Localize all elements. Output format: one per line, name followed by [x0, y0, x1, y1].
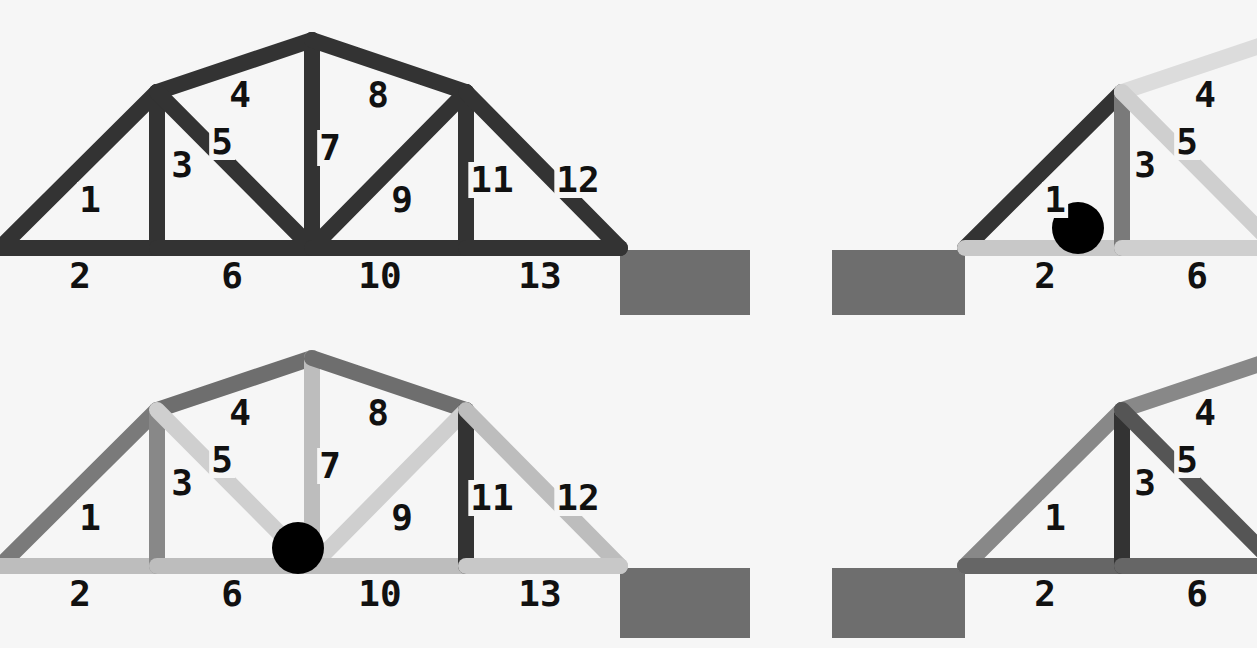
member-number: 4 — [227, 77, 253, 113]
truss-member — [1114, 92, 1130, 248]
member-number: 7 — [317, 448, 343, 484]
load-ball — [272, 522, 324, 574]
member-number: 7 — [317, 130, 343, 166]
truss-member — [1122, 92, 1257, 248]
truss-member — [0, 558, 157, 574]
member-number: 8 — [365, 77, 391, 113]
truss-member — [312, 558, 466, 574]
member-number: 12 — [554, 162, 601, 198]
truss-member — [0, 240, 157, 256]
truss-member — [965, 558, 1122, 574]
truss-member — [149, 92, 165, 248]
member-number: 9 — [389, 182, 415, 218]
member-number: 13 — [516, 576, 563, 612]
abutment — [832, 250, 965, 315]
member-number: 6 — [219, 576, 245, 612]
member-number: 4 — [227, 395, 253, 431]
truss-member — [149, 410, 165, 566]
truss-member — [466, 410, 620, 566]
member-number: 2 — [1032, 258, 1058, 294]
member-number: 4 — [1192, 395, 1218, 431]
member-number: 3 — [1132, 147, 1158, 183]
member-number: 2 — [1032, 576, 1058, 612]
member-number: 10 — [356, 576, 403, 612]
truss-member — [0, 92, 157, 248]
truss-member — [312, 410, 466, 566]
member-number: 3 — [169, 465, 195, 501]
member-number: 2 — [67, 258, 93, 294]
member-number: 8 — [365, 395, 391, 431]
member-number: 1 — [1042, 500, 1068, 536]
member-number: 6 — [1184, 576, 1210, 612]
truss-member — [157, 92, 312, 248]
truss-member — [1122, 240, 1257, 256]
member-number: 1 — [77, 182, 103, 218]
member-number: 1 — [77, 500, 103, 536]
truss-member — [312, 240, 466, 256]
truss-member — [466, 92, 620, 248]
member-number: 5 — [1174, 124, 1200, 160]
truss-member — [466, 240, 620, 256]
member-number: 3 — [1132, 465, 1158, 501]
member-number: 1 — [1042, 182, 1068, 218]
truss-member — [312, 92, 466, 248]
member-number: 5 — [209, 442, 235, 478]
member-number: 6 — [219, 258, 245, 294]
member-number: 9 — [389, 500, 415, 536]
abutment — [620, 250, 750, 315]
member-number: 12 — [554, 480, 601, 516]
member-number: 13 — [516, 258, 563, 294]
truss-member — [466, 558, 620, 574]
member-number: 5 — [1174, 442, 1200, 478]
member-number: 10 — [356, 258, 403, 294]
abutment — [620, 568, 750, 638]
truss-member — [1122, 40, 1257, 92]
truss-member — [1122, 358, 1257, 410]
truss-member — [157, 240, 312, 256]
member-number: 5 — [209, 124, 235, 160]
truss-member — [965, 410, 1122, 566]
truss-member — [1122, 410, 1257, 566]
truss-member — [1122, 558, 1257, 574]
member-number: 11 — [468, 480, 515, 516]
member-number: 3 — [169, 147, 195, 183]
member-number: 4 — [1192, 77, 1218, 113]
member-number: 6 — [1184, 258, 1210, 294]
abutment — [832, 568, 965, 638]
member-number: 11 — [468, 162, 515, 198]
member-number: 2 — [67, 576, 93, 612]
truss-member — [1114, 410, 1130, 566]
truss-member — [0, 410, 157, 566]
